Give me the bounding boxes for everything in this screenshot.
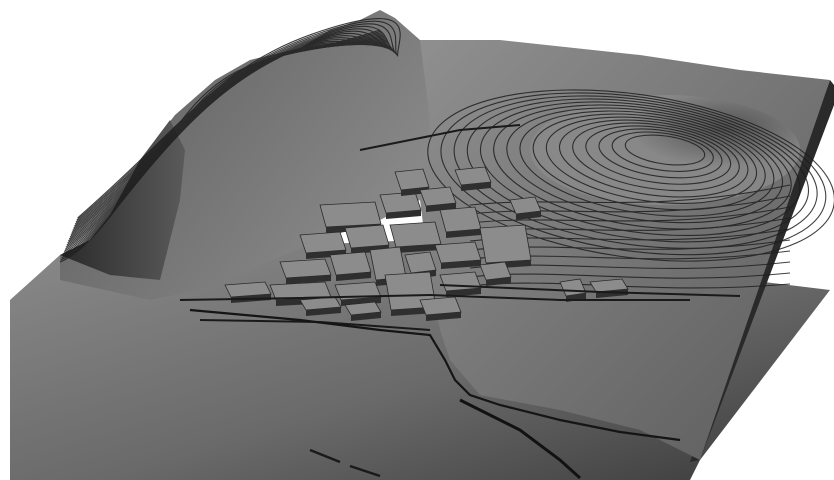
bottom-dashes	[309, 448, 381, 478]
ridge-contour-line	[77, 18, 401, 219]
hill-contour-line	[558, 119, 749, 198]
city-block	[419, 296, 462, 321]
slope-contour-line	[469, 206, 791, 224]
city-block	[279, 258, 332, 284]
ridge-contour-line	[71, 35, 392, 234]
hill-contour-line	[598, 128, 723, 179]
city-block	[434, 241, 482, 269]
road-line	[359, 124, 521, 151]
city-block	[509, 196, 542, 220]
hill-contour-line	[624, 134, 706, 166]
city-block	[329, 251, 372, 281]
river-channel-lower	[459, 398, 582, 480]
hill-contour-line	[585, 125, 732, 185]
ridge-contour-line	[73, 30, 394, 229]
hill-contour-line	[493, 104, 792, 230]
hill-contour-line	[611, 131, 714, 172]
road-line	[179, 293, 690, 301]
city-block	[454, 166, 492, 191]
ridge-contour-line	[74, 25, 396, 225]
river-channel	[189, 308, 681, 442]
hill-contour-line	[506, 107, 784, 224]
hill-contour-line	[479, 101, 801, 237]
city-block	[299, 296, 342, 316]
hill-contour-line	[466, 98, 810, 243]
road-line	[439, 284, 741, 297]
city-block	[344, 301, 382, 321]
hill-contour-line	[453, 95, 818, 249]
hill-contour-line	[572, 122, 740, 192]
hill-contour-line	[532, 113, 766, 211]
city-block	[389, 221, 442, 253]
ridge-contour-line	[75, 23, 397, 223]
hill-contour-line	[427, 89, 834, 262]
ridge-contour-line	[73, 28, 395, 227]
hill-contour-line	[440, 92, 827, 256]
hill-contour-line	[545, 116, 758, 204]
city-block	[379, 191, 422, 219]
city-block	[439, 206, 482, 238]
ridge-contour-line	[76, 20, 398, 221]
hill-contour-line	[519, 110, 775, 217]
contour-lines	[59, 18, 834, 289]
ridge-contour-line	[72, 32, 393, 231]
slope-contour-line	[469, 195, 791, 215]
city-block	[419, 186, 457, 212]
slope-contour-line	[469, 184, 791, 206]
city-block	[479, 261, 512, 286]
